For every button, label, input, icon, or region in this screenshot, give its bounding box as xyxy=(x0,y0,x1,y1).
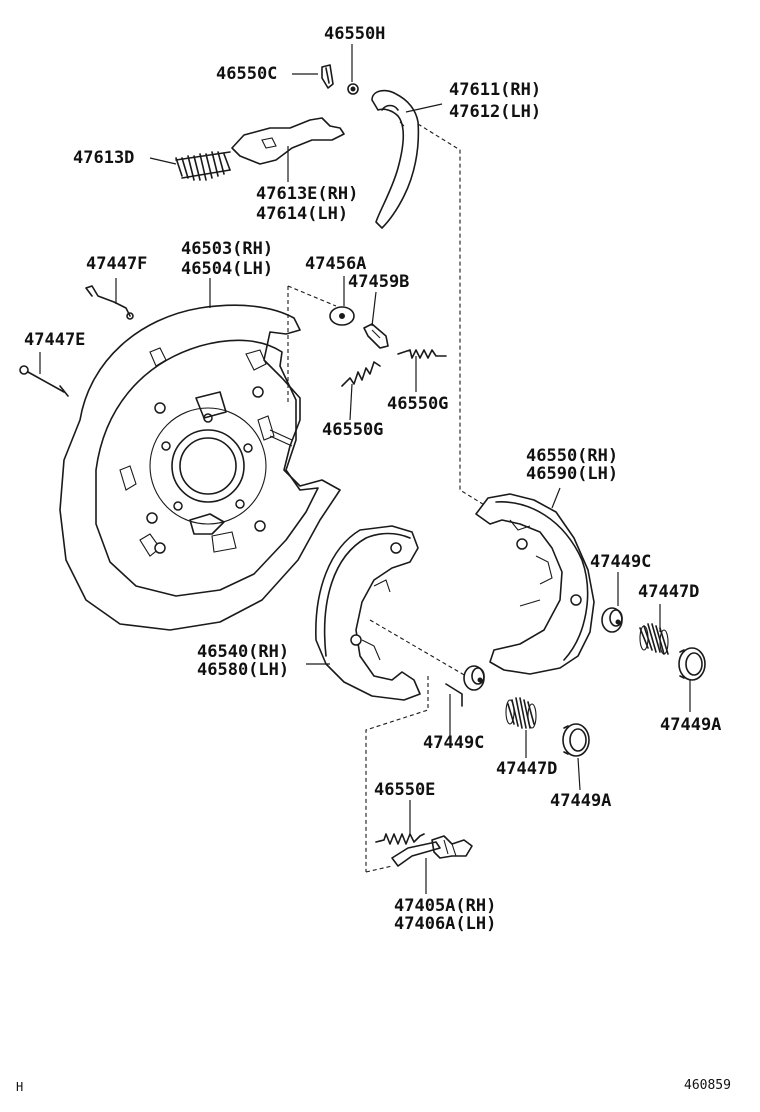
label-46540: 46540(RH) xyxy=(197,642,290,662)
label-46580: 46580(LH) xyxy=(197,660,290,680)
label-47449c-left: 47449C xyxy=(423,733,485,753)
pin-47447e-icon xyxy=(19,365,69,397)
nut-46550h-icon xyxy=(347,83,359,95)
label-46550: 46550(RH) xyxy=(526,446,619,466)
label-46590: 46590(LH) xyxy=(526,464,619,484)
brake-shoe-46550-icon xyxy=(475,493,595,675)
bolt-47459b-icon xyxy=(363,323,389,349)
footer-left-mark: H xyxy=(16,1080,24,1094)
cup-47449c-left-icon xyxy=(445,665,485,707)
strut-47613e-icon xyxy=(231,117,345,165)
adjuster-47405a-icon xyxy=(391,835,473,867)
pin-47447f-icon xyxy=(85,285,134,320)
brake-shoe-46540-icon xyxy=(315,525,421,701)
label-46550g-upper: 46550G xyxy=(387,394,449,414)
cup-47449c-right-icon xyxy=(601,607,623,633)
label-47613d: 47613D xyxy=(73,148,135,168)
label-46504: 46504(LH) xyxy=(181,259,274,279)
label-47456a: 47456A xyxy=(305,254,367,274)
label-47611: 47611(RH) xyxy=(449,80,542,100)
label-47459b: 47459B xyxy=(348,272,410,292)
label-47406a: 47406A(LH) xyxy=(394,914,497,934)
label-47447d-right: 47447D xyxy=(638,582,700,602)
label-47449a-left: 47449A xyxy=(550,791,612,811)
clip-46550c-icon xyxy=(321,64,334,89)
label-46550e: 46550E xyxy=(374,780,436,800)
cap-47449a-right-icon xyxy=(678,647,706,681)
label-47612: 47612(LH) xyxy=(449,102,542,122)
label-47447e: 47447E xyxy=(24,330,86,350)
backing-plate-46503-icon xyxy=(59,304,341,631)
label-47449c-right: 47449C xyxy=(590,552,652,572)
leader-lines xyxy=(39,44,691,894)
spring-46550g-upper-icon xyxy=(397,349,447,359)
label-47405a: 47405A(RH) xyxy=(394,896,497,916)
label-47613e: 47613E(RH) xyxy=(256,184,359,204)
spring-47447d-left-icon xyxy=(505,697,537,729)
cap-47449a-left-icon xyxy=(562,723,590,757)
label-46550c: 46550C xyxy=(216,64,278,84)
label-46550h: 46550H xyxy=(324,24,386,44)
label-46503: 46503(RH) xyxy=(181,239,274,259)
label-47449a-right: 47449A xyxy=(660,715,722,735)
spring-46550g-lower-icon xyxy=(341,361,381,387)
spring-46550e-icon xyxy=(375,833,425,845)
diagram-code: 460859 xyxy=(684,1078,731,1093)
label-47614: 47614(LH) xyxy=(256,204,349,224)
lever-47611-icon xyxy=(371,89,420,229)
label-47447f: 47447F xyxy=(86,254,148,274)
spring-47613d-icon xyxy=(175,151,231,181)
label-47447d-left: 47447D xyxy=(496,759,558,779)
guide-lines xyxy=(287,123,487,873)
spring-47447d-right-icon xyxy=(639,623,669,655)
label-46550g-lower: 46550G xyxy=(322,420,384,440)
washer-47456a-icon xyxy=(329,306,355,326)
